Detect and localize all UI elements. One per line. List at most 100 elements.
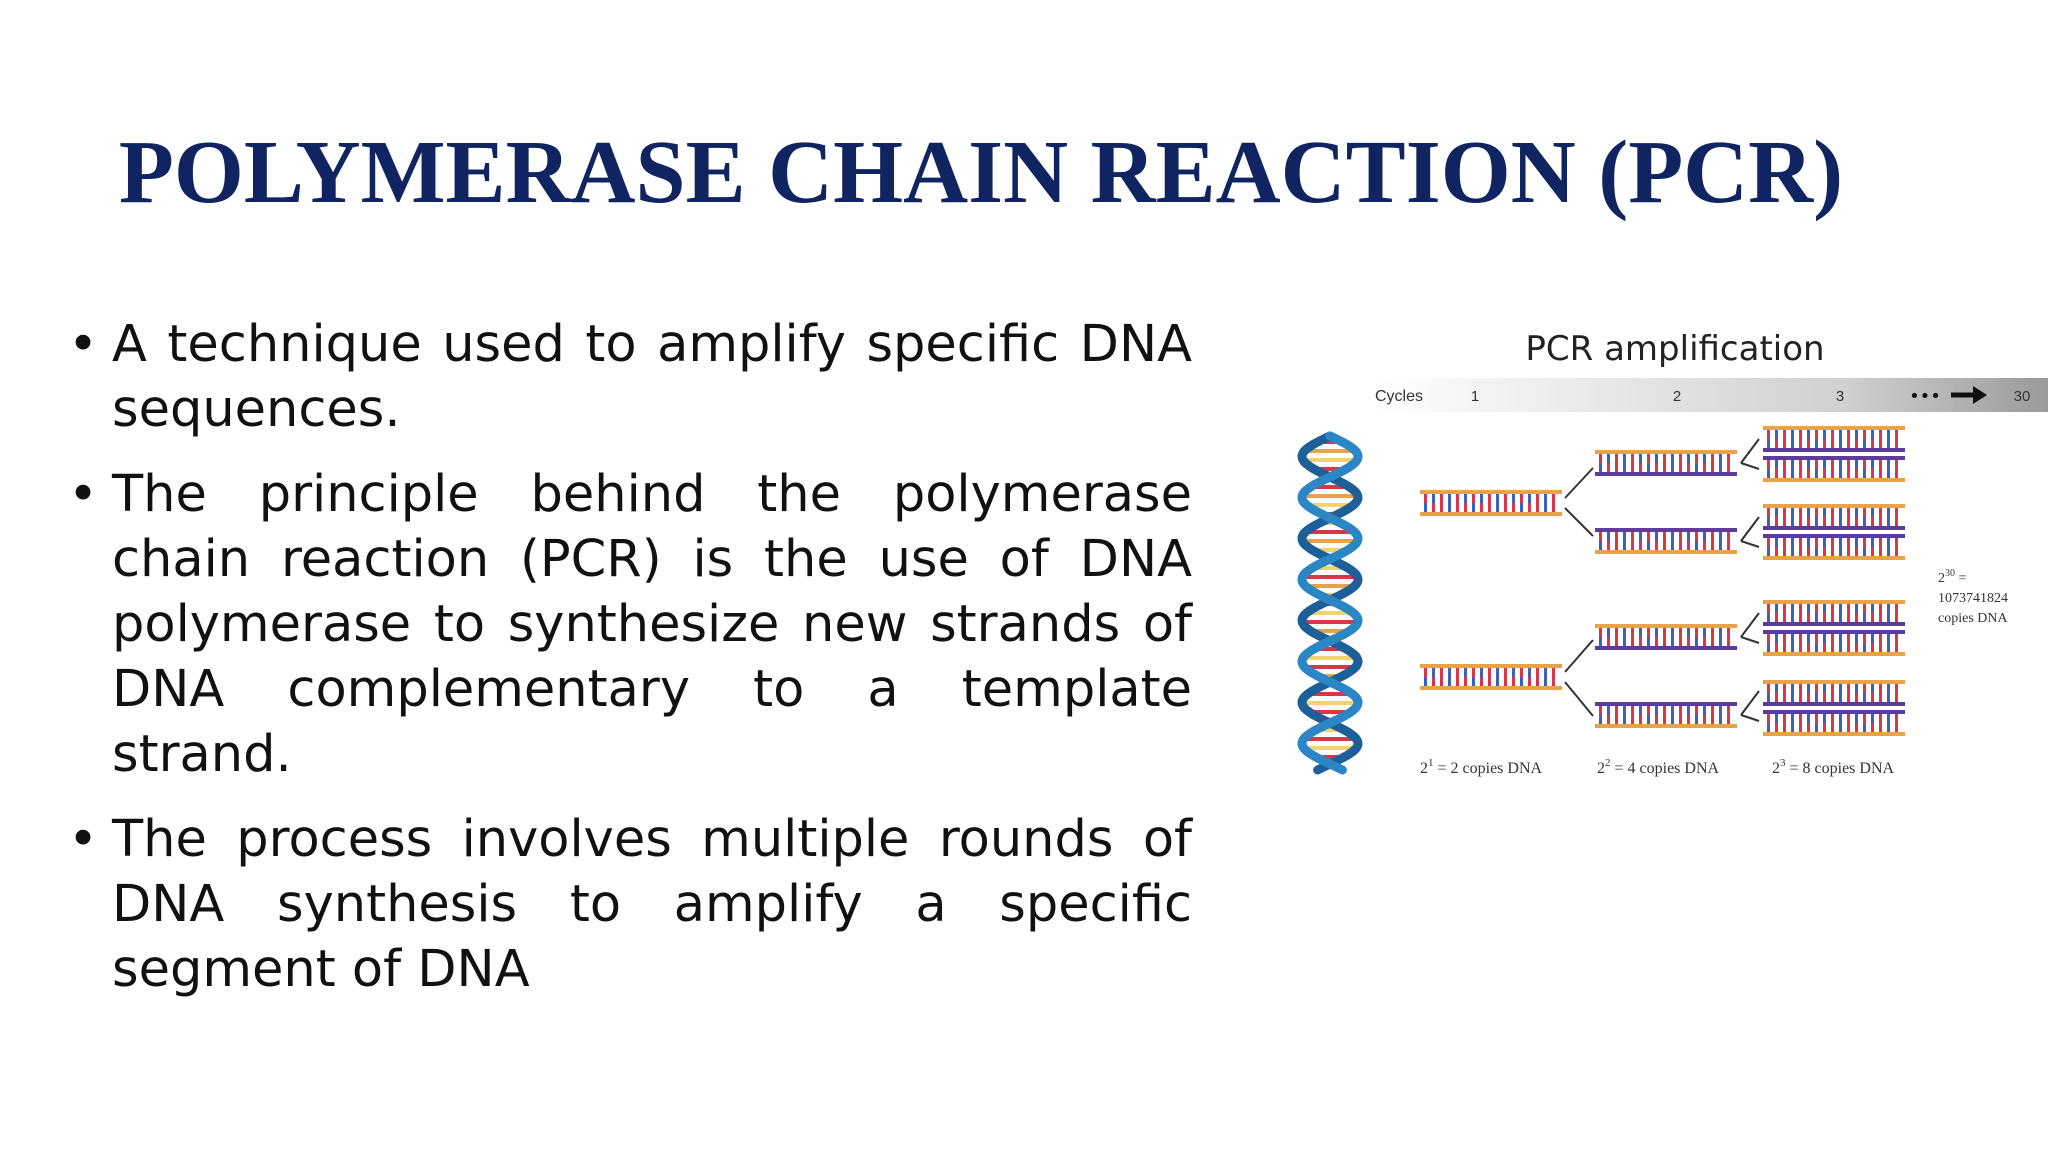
base-pair <box>1815 469 1818 478</box>
base-pair <box>1703 706 1706 715</box>
base-pair <box>1815 508 1818 517</box>
base-pair <box>1520 494 1523 503</box>
base-pair <box>1615 628 1618 637</box>
base-pair <box>1799 439 1802 448</box>
base-pair <box>1895 634 1898 643</box>
base-pair <box>1831 547 1834 556</box>
base-pair <box>1887 714 1890 723</box>
base-pair <box>1655 463 1658 472</box>
base-pair <box>1791 517 1794 526</box>
base-pair <box>1432 503 1435 512</box>
strand-line <box>1763 448 1905 452</box>
base-pair <box>1791 613 1794 622</box>
bullet-icon: • <box>68 810 99 869</box>
base-pair <box>1823 460 1826 469</box>
base-pair <box>1799 643 1802 652</box>
base-pair <box>1695 628 1698 637</box>
strand-line <box>1763 556 1905 560</box>
base-pair <box>1879 469 1882 478</box>
base-pair <box>1775 723 1778 732</box>
base-pair <box>1847 634 1850 643</box>
base-pair <box>1799 517 1802 526</box>
base-pair <box>1631 463 1634 472</box>
base-pair <box>1719 706 1722 715</box>
base-pair <box>1847 469 1850 478</box>
base-pair <box>1631 454 1634 463</box>
base-pair <box>1424 503 1427 512</box>
base-pair <box>1847 547 1850 556</box>
base-pair <box>1895 517 1898 526</box>
base-pair <box>1440 503 1443 512</box>
base-pair <box>1472 677 1475 686</box>
base-pair <box>1599 541 1602 550</box>
base-pair <box>1783 604 1786 613</box>
base-pair <box>1839 613 1842 622</box>
base-pair <box>1783 460 1786 469</box>
dna-duplex <box>1595 450 1737 476</box>
base-pair <box>1823 714 1826 723</box>
base-pair <box>1807 684 1810 693</box>
base-pair <box>1631 532 1634 541</box>
base-pair <box>1791 723 1794 732</box>
base-pair <box>1847 723 1850 732</box>
base-pair <box>1839 439 1842 448</box>
base-pair <box>1831 469 1834 478</box>
base-pair <box>1879 634 1882 643</box>
base-pair <box>1703 532 1706 541</box>
base-pair <box>1799 634 1802 643</box>
base-pair <box>1879 547 1882 556</box>
base-pair <box>1887 613 1890 622</box>
base-pair <box>1863 714 1866 723</box>
base-pair <box>1807 643 1810 652</box>
base-pair <box>1607 628 1610 637</box>
base-pair <box>1687 541 1690 550</box>
base-pair <box>1879 604 1882 613</box>
base-pair <box>1727 637 1730 646</box>
base-pair <box>1687 454 1690 463</box>
bullet-text: The principle behind the polymerase chai… <box>112 465 1192 784</box>
base-pair <box>1496 503 1499 512</box>
base-pair <box>1663 463 1666 472</box>
base-pair <box>1871 604 1874 613</box>
base-pair <box>1695 454 1698 463</box>
base-pair <box>1855 547 1858 556</box>
base-pair <box>1767 714 1770 723</box>
base-pair <box>1847 460 1850 469</box>
base-pair <box>1639 532 1642 541</box>
base-pair <box>1456 668 1459 677</box>
base-pair <box>1464 494 1467 503</box>
base-pair <box>1807 613 1810 622</box>
base-pair <box>1871 684 1874 693</box>
base-pair <box>1695 706 1698 715</box>
base-pair <box>1623 532 1626 541</box>
strand-line <box>1595 646 1737 650</box>
base-pair <box>1671 637 1674 646</box>
base-pair <box>1775 604 1778 613</box>
base-pair <box>1775 643 1778 652</box>
base-pair <box>1671 454 1674 463</box>
base-pair <box>1783 517 1786 526</box>
base-pair <box>1695 715 1698 724</box>
base-pair <box>1879 508 1882 517</box>
base-pair <box>1839 604 1842 613</box>
copies-label-cycle-2: 22 = 4 copies DNA <box>1597 757 1720 777</box>
base-pair <box>1647 706 1650 715</box>
base-pair <box>1679 706 1682 715</box>
base-pair <box>1807 714 1810 723</box>
base-pair <box>1599 706 1602 715</box>
base-pair <box>1679 628 1682 637</box>
base-pair <box>1655 541 1658 550</box>
base-pair <box>1432 668 1435 677</box>
base-pair <box>1775 538 1778 547</box>
base-pair <box>1687 715 1690 724</box>
base-pair <box>1863 604 1866 613</box>
base-pair <box>1775 508 1778 517</box>
base-pair <box>1623 706 1626 715</box>
base-pair <box>1895 604 1898 613</box>
base-pair <box>1791 634 1794 643</box>
base-pair <box>1879 723 1882 732</box>
base-pair <box>1847 693 1850 702</box>
base-pair <box>1863 460 1866 469</box>
strand-line <box>1420 490 1562 494</box>
base-pair <box>1895 469 1898 478</box>
